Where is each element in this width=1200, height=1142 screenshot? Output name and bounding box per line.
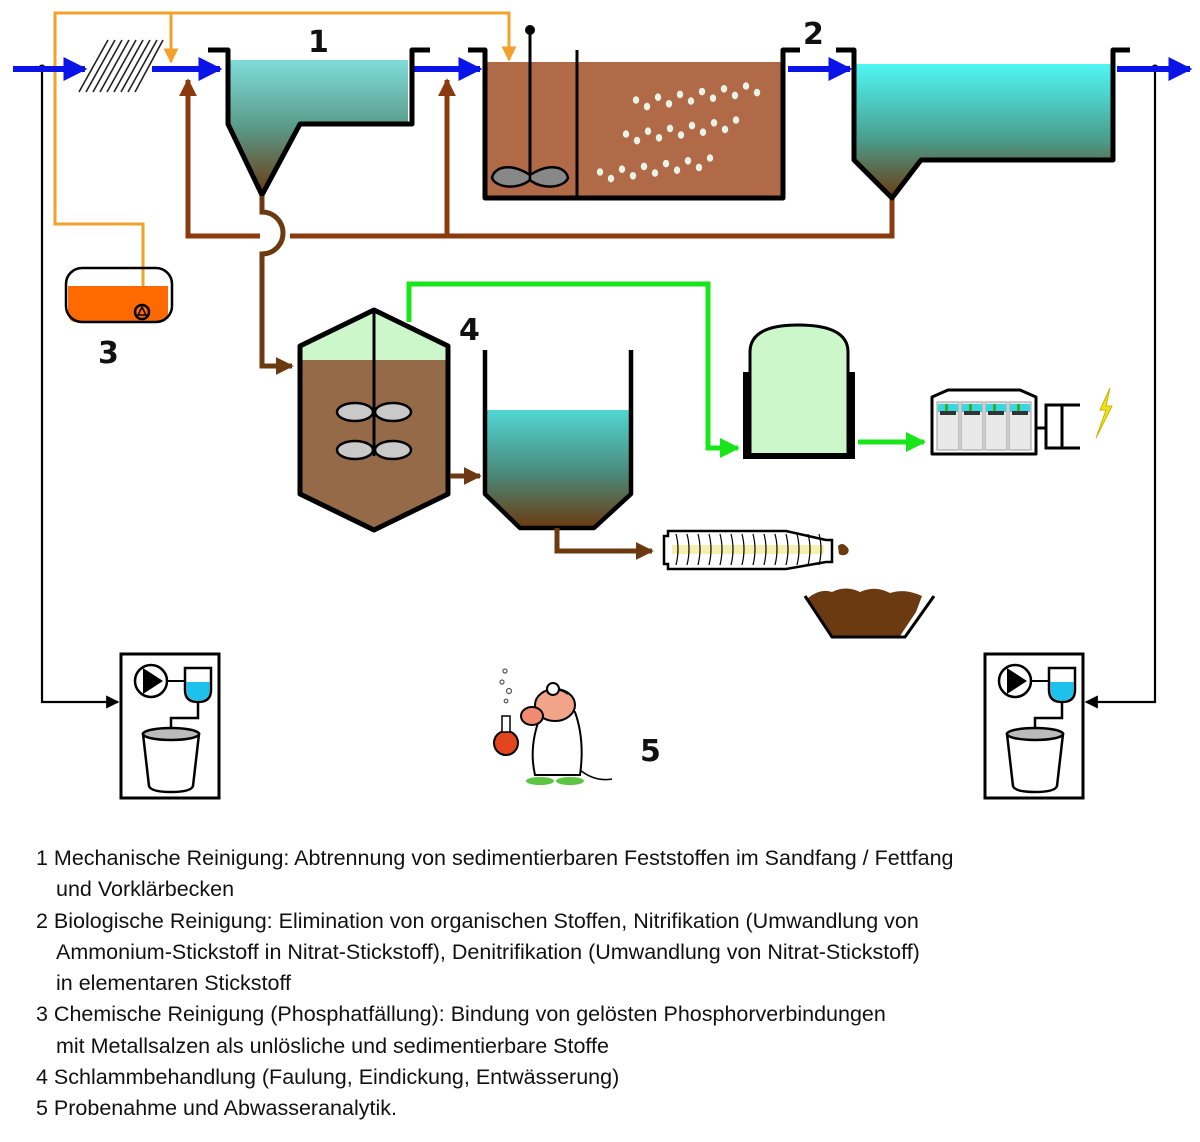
aeration-basin <box>468 25 800 201</box>
air-bubble <box>721 125 729 134</box>
legend-item-1: 1 Mechanische Reinigung: Abtrennung von … <box>36 843 1186 906</box>
screw-press <box>662 529 849 571</box>
primary-clarifier <box>208 47 430 198</box>
air-bubble <box>607 174 615 183</box>
air-bubble <box>706 154 714 162</box>
legend-item-2: 2 Biologische Reinigung: Elimination von… <box>36 906 1186 1000</box>
air-bubble <box>596 168 604 176</box>
legend-line-first: 1 Mechanische Reinigung: Abtrennung von … <box>36 846 954 870</box>
lab-analyst-icon <box>493 668 613 785</box>
air-bubble <box>622 130 630 138</box>
legend-item-3: 3 Chemische Reinigung (Phosphatfällung):… <box>36 999 1186 1062</box>
engine-cylinder <box>1008 401 1032 451</box>
air-bubble <box>698 87 706 96</box>
agitator-blade-left <box>490 166 532 188</box>
stage-number-3: 3 <box>98 336 119 371</box>
legend-line-continued: und Vorklärbecken <box>56 877 235 902</box>
screw-thread <box>774 533 778 566</box>
air-bubble <box>654 93 662 101</box>
screw-thread <box>719 533 723 566</box>
air-bubble <box>710 119 718 127</box>
legend-item-5: 5 Probenahme und Abwasseranalytik. <box>36 1093 1186 1124</box>
sampling-line-outlet <box>1084 68 1157 709</box>
engine-cylinder <box>960 401 984 451</box>
pressed-sludge <box>838 544 849 556</box>
legend: 1 Mechanische Reinigung: Abtrennung von … <box>36 843 1186 1125</box>
screw-thread <box>752 533 756 566</box>
aeration-bubbles <box>596 82 761 183</box>
air-bubble <box>731 91 739 100</box>
legend-line-continued: mit Metallsalzen als unlösliche und sedi… <box>56 1033 609 1058</box>
stage-number-2: 2 <box>803 17 824 52</box>
treatment-plant-diagram: 1 2 3 4 <box>13 11 1193 800</box>
air-bubble <box>633 136 641 145</box>
air-bubble <box>687 97 695 105</box>
air-bubble <box>665 100 673 108</box>
air-bubble <box>666 124 674 133</box>
air-bubble <box>676 90 684 99</box>
thickener-to-press-arrow <box>554 528 654 560</box>
air-bubble <box>753 88 761 97</box>
air-bubble <box>655 134 663 142</box>
electricity-icon <box>1095 387 1113 439</box>
screw-thread <box>730 533 734 566</box>
legend-line-first: 3 Chemische Reinigung (Phosphatfällung):… <box>36 1002 886 1027</box>
chp-unit <box>930 387 1113 456</box>
engine-cylinder <box>984 401 1008 451</box>
screw-thread <box>785 533 789 566</box>
air-bubble <box>742 82 750 90</box>
precipitant-tank <box>64 266 174 324</box>
air-bubble <box>695 163 703 172</box>
air-bubble <box>632 96 640 104</box>
agitator-blade-right <box>528 166 570 188</box>
air-bubble <box>677 131 685 139</box>
legend-line-first: 5 Probenahme und Abwasseranalytik. <box>36 1096 397 1121</box>
legend-line-continued: Ammonium-Stickstoff in Nitrat-Stickstoff… <box>56 939 920 964</box>
screw-thread <box>807 533 811 566</box>
gas-holder <box>743 323 855 459</box>
sampling-line-inlet <box>40 68 120 709</box>
legend-line-continued: in elementaren Stickstoff <box>56 971 292 996</box>
air-bubble <box>662 159 670 168</box>
legend-line-first: 2 Biologische Reinigung: Elimination von… <box>36 908 919 933</box>
screw-thread <box>675 533 679 566</box>
legend-item-4: 4 Schlammbehandlung (Faulung, Eindickung… <box>36 1062 1186 1093</box>
screen-rake <box>78 39 164 93</box>
air-bubble <box>644 127 652 135</box>
legend-line-first: 4 Schlammbehandlung (Faulung, Eindickung… <box>36 1065 620 1090</box>
return-sludge-line <box>188 80 895 239</box>
stage-number-1: 1 <box>308 25 329 60</box>
stage-number-4: 4 <box>459 313 480 348</box>
secondary-clarifier <box>836 47 1130 201</box>
air-bubble <box>699 128 707 136</box>
engine-cylinder <box>936 401 960 451</box>
air-bubble <box>629 172 637 180</box>
screw-thread <box>763 533 767 566</box>
precipitant-line <box>53 11 517 290</box>
air-bubble <box>673 166 681 174</box>
digester <box>297 307 451 533</box>
air-bubble <box>684 157 692 165</box>
air-bubble <box>618 165 626 173</box>
air-bubble <box>709 94 717 102</box>
stage-number-5: 5 <box>640 734 661 769</box>
sampler-outlet <box>983 652 1085 800</box>
biogas-line-to-holder <box>406 281 740 458</box>
screw-thread <box>741 533 745 566</box>
sampler-inlet <box>119 652 221 800</box>
sludge-container <box>803 588 936 639</box>
screw-thread <box>818 533 822 566</box>
air-bubble <box>688 121 696 130</box>
thickener <box>482 350 634 531</box>
primary-sludge-line <box>259 196 294 375</box>
air-bubble <box>651 169 659 177</box>
air-bubble <box>640 162 648 171</box>
screw-thread <box>697 533 701 566</box>
screw-thread <box>796 533 800 566</box>
screw-thread <box>686 533 690 566</box>
air-bubble <box>732 116 740 124</box>
screw-thread <box>708 533 712 566</box>
air-bubble <box>643 102 651 111</box>
air-bubble <box>720 85 728 93</box>
